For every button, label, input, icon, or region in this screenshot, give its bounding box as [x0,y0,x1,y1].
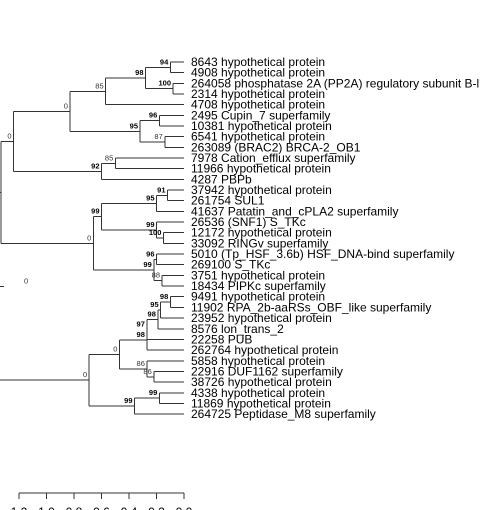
leaf-label: 263089 (BRAC2) BRCA-2_OB1 [191,140,361,154]
bootstrap-label: 97 [137,319,145,328]
leaf-label: 3751 hypothetical protein [191,268,325,282]
bootstrap-label: 86 [137,359,145,368]
leaf-label: 264058 phosphatase 2A (PP2A) regulatory … [191,76,480,90]
bootstrap-labels: 9410098859687950859209195100999996889900… [7,57,171,405]
bootstrap-label: 98 [160,292,168,301]
leaf-label: 4287 PBPb [191,172,252,186]
leaf-label: 33092 RINGv superfamily [191,236,328,250]
bootstrap-label: 0 [113,344,117,353]
leaf-label: 5858 hypothetical protein [191,354,325,368]
bootstrap-label: 0 [64,101,68,110]
axis-tick-label: 0.2 [148,505,165,510]
leaf-label: 9491 hypothetical protein [191,290,325,304]
leaf-label: 22916 DUF1162 superfamily [191,364,343,378]
bootstrap-label: 100 [158,79,171,88]
bootstrap-label: 96 [146,249,154,258]
axis-tick-label: 1.0 [38,505,55,510]
bootstrap-label: 87 [154,132,162,141]
bootstrap-label: 85 [105,153,113,162]
leaf-label: 38726 hypothetical protein [191,375,332,389]
axis-tick-label: 0.0 [176,505,193,510]
leaf-label: 41637 Patatin_and_cPLA2 superfamily [191,204,398,218]
bootstrap-label: 99 [149,388,157,397]
bootstrap-label: 95 [130,121,138,130]
leaf-label: 6541 hypothetical protein [191,130,325,144]
axis-tick-label: 0.6 [93,505,110,510]
tree-branches [0,61,184,415]
bootstrap-label: 98 [137,330,145,339]
bootstrap-label: 94 [160,57,169,66]
leaf-label: 37942 hypothetical protein [191,183,332,197]
bootstrap-label: 91 [157,185,165,194]
leaf-label: 4338 hypothetical protein [191,386,325,400]
bootstrap-label: 85 [95,81,103,90]
leaf-label: 18434 PIPKc superfamily [191,279,326,293]
bootstrap-label: 92 [91,161,99,170]
leaf-label: 264725 Peptidase_M8 superfamily [191,407,376,421]
leaf-label: 11966 hypothetical protein [191,162,331,176]
leaf-label: 12172 hypothetical protein [191,226,332,240]
leaf-label: 10381 hypothetical protein [191,119,332,133]
bootstrap-label: 99 [143,260,151,269]
leaf-label: 8576 lon_trans_2 [191,322,284,336]
leaf-label: 22258 PUB [191,332,252,346]
bootstrap-label: 98 [148,309,156,318]
leaf-label: 7978 Cation_efflux superfamily [191,151,356,165]
bootstrap-label: 95 [146,193,154,202]
axis-tick-label: 0.4 [121,505,138,510]
axis-tick-label: 0.8 [66,505,83,510]
bootstrap-label: 99 [91,207,99,216]
leaf-label: 2495 Cupin_7 superfamily [191,108,330,122]
bootstrap-label: 0 [83,370,87,379]
scale-axis: 1.2 1.0 0.8 0.6 0.4 0.2 0.0 [11,492,193,510]
bootstrap-label: 99 [124,396,132,405]
leaf-label: 11869 hypothetical protein [191,396,331,410]
leaf-label: 261754 SUL1 [191,194,265,208]
bootstrap-label: 98 [135,68,143,77]
leaf-label: 4908 hypothetical protein [191,66,325,80]
bootstrap-label: 95 [150,300,158,309]
bootstrap-label: 0 [7,131,11,140]
leaf-label: 23952 hypothetical protein [191,311,332,325]
leaf-label: 26536 (SNF1) S_TKc [191,215,306,229]
leaf-label: 5010 (Tp_HSF_3.6b) HSF_DNA-bind superfam… [191,247,454,261]
bootstrap-label: 88 [152,271,160,280]
bootstrap-label: 100 [149,228,162,237]
leaf-label: 262764 hypothetical protein [191,343,338,357]
leaf-label: 4708 hypothetical protein [191,98,325,112]
bootstrap-label: 0 [87,233,91,242]
root-bootstrap-label: 0 [24,276,28,285]
leaf-label: 269100 S_TKc [191,258,270,272]
bootstrap-label: 99 [146,220,154,229]
bootstrap-label: 86 [143,367,151,376]
leaf-label: 8643 hypothetical protein [191,55,325,69]
leaf-label: 11902 RPA_2b-aaRSs_OBF_like superfamily [191,300,431,314]
leaf-label: 2314 hypothetical protein [191,87,325,101]
axis-tick-label: 1.2 [11,505,28,510]
bootstrap-label: 96 [149,111,157,120]
